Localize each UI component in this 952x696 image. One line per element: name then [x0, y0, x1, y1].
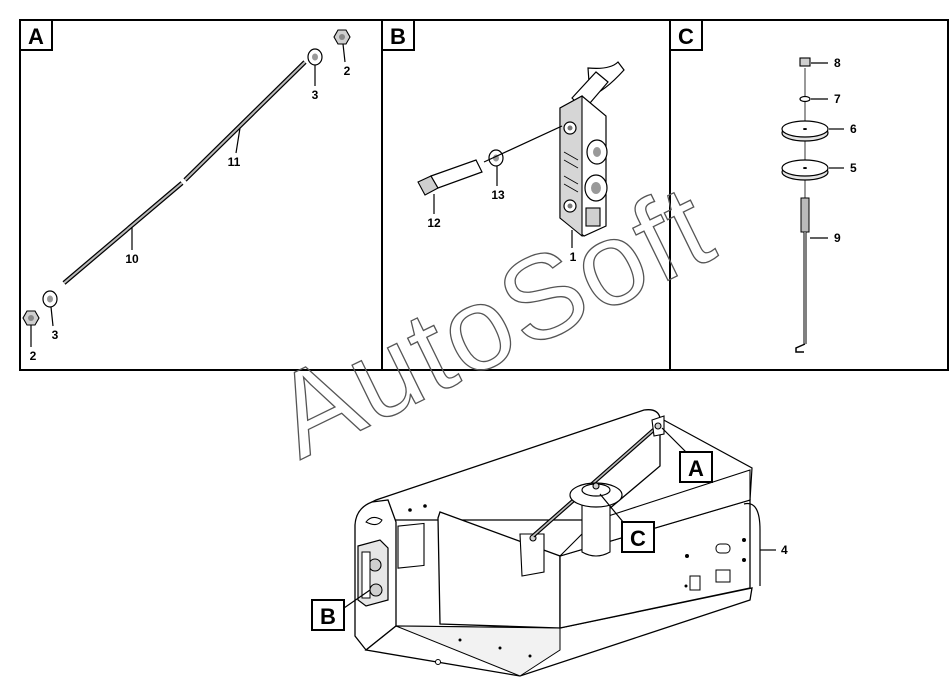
panel-c: C — [669, 19, 949, 371]
assembly-label-b: B — [320, 604, 336, 629]
panel-a-letter: A — [28, 24, 44, 49]
callout-11: 11 — [228, 155, 241, 169]
disc-5 — [781, 159, 829, 181]
assembly-rod — [531, 424, 660, 538]
panel-b: B — [381, 19, 671, 371]
callout-9: 9 — [834, 231, 841, 245]
callout-5: 5 — [850, 161, 857, 175]
washer-left — [42, 290, 58, 308]
callout-3-left: 3 — [52, 328, 59, 342]
panel-b-letter: B — [390, 24, 406, 49]
panel-c-letter: C — [678, 24, 694, 49]
assembly-label-c: C — [630, 526, 646, 551]
latch-assembly — [559, 61, 625, 238]
rod-11 — [183, 60, 307, 182]
callout-1: 1 — [570, 250, 577, 264]
assembly-latch — [357, 539, 389, 607]
disc-6 — [781, 120, 829, 142]
nut-left — [22, 310, 40, 326]
nut-c — [799, 57, 811, 67]
assembly-disc — [569, 482, 623, 557]
callout-2-left: 2 — [30, 349, 37, 363]
nut-right — [333, 29, 351, 45]
rod-9 — [795, 197, 810, 353]
washer-c — [799, 95, 811, 103]
bolt — [417, 159, 483, 196]
callout-6: 6 — [850, 122, 857, 136]
panel-a: A — [19, 19, 383, 371]
callout-13: 13 — [491, 188, 505, 202]
callout-12: 12 — [427, 216, 441, 230]
assembly-view: A C B 4 — [311, 409, 788, 677]
assembly-label-a: A — [688, 456, 704, 481]
callout-8: 8 — [834, 56, 841, 70]
rod-10 — [62, 181, 184, 285]
callout-3-right: 3 — [312, 88, 319, 102]
callout-4: 4 — [781, 543, 788, 557]
washer-b — [488, 149, 504, 167]
callout-7: 7 — [834, 92, 841, 106]
callout-2-right: 2 — [344, 64, 351, 78]
washer-right — [307, 48, 323, 66]
callout-10: 10 — [125, 252, 139, 266]
